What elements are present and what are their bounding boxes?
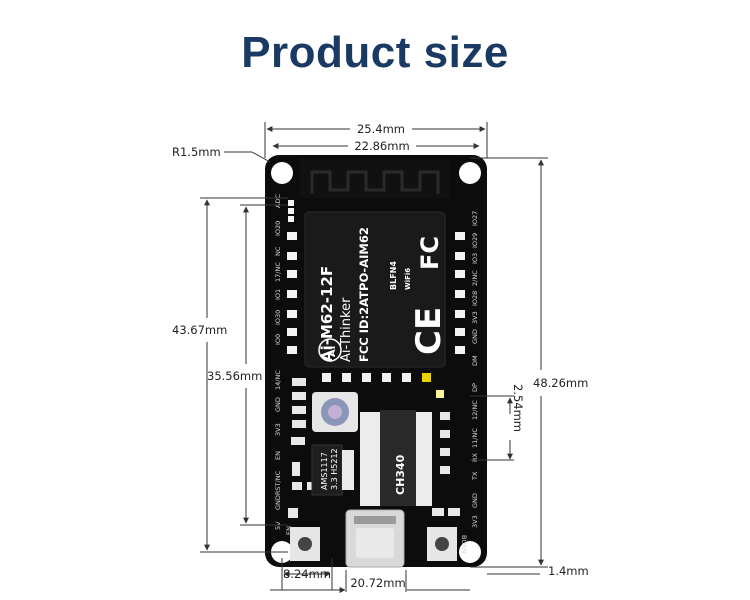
dim-width-outer: 25.4mm — [357, 122, 405, 136]
module-brand: Ai-Thinker — [339, 297, 354, 362]
pin-label: TX — [471, 471, 479, 481]
burn-button[interactable]: BURN — [427, 527, 468, 561]
pin-label: IO20 — [274, 221, 282, 236]
pin-label: IO0 — [274, 334, 282, 345]
pin-label: IO28 — [471, 291, 479, 306]
dimension-lines — [200, 122, 548, 593]
status-led — [436, 390, 444, 398]
pin-label: GND — [471, 493, 479, 508]
pin-label: EN — [274, 451, 282, 460]
pin-label: NC — [274, 246, 282, 256]
rgb-led — [312, 392, 358, 432]
pin-label: 11/NC — [471, 428, 479, 448]
module-wifi: WiFi6 — [404, 268, 412, 290]
pin-label: IO1 — [274, 289, 282, 300]
module-code: BLFN4 — [389, 261, 398, 290]
ai-logo: Ai — [327, 346, 338, 357]
hole-top-left — [271, 162, 293, 184]
regulator-line1: AMS1117 — [320, 452, 329, 490]
pin-label: IO27 — [471, 211, 479, 226]
en-button-label: EN — [285, 526, 293, 535]
fcc-logo: FC — [416, 236, 444, 270]
pin-label: GND — [471, 329, 479, 344]
left-pin-labels: ADC IO20 NC 17/NC IO1 IO30 IO0 14/NC GND… — [274, 194, 282, 530]
pin-label: DM — [471, 355, 479, 366]
usb-c-port[interactable] — [345, 509, 405, 568]
pin-label: 17/NC — [274, 262, 282, 282]
dim-bottom-usb: 20.72mm — [350, 576, 405, 590]
pin-label: GNDRST/NC — [274, 470, 282, 510]
wifi-module: Ai-M62-12F Ai-Thinker FCC ID:2ATPO-AIM62… — [304, 211, 449, 368]
hole-bottom-right — [459, 541, 481, 563]
right-pin-header — [455, 232, 465, 354]
dim-bottom-left: 8.24mm — [283, 567, 331, 581]
en-button[interactable]: EN — [285, 526, 320, 561]
page-title: Product size — [241, 28, 509, 77]
pin-label: 2/NC — [471, 270, 479, 286]
right-pin-labels: IO27 IO29 IO3 2/NC IO28 3V3 GND DM DP 12… — [471, 211, 479, 528]
pin-label: DP — [471, 383, 479, 392]
antenna-trace — [300, 158, 450, 198]
ai-logo-icon — [318, 338, 342, 362]
module-pads — [322, 373, 431, 382]
usb-chip-label: CH340 — [394, 454, 407, 495]
pin-label: RX — [471, 452, 479, 462]
passive-components — [288, 378, 460, 518]
dim-corner-radius: R1.5mm — [172, 145, 221, 159]
pin-label: IO29 — [471, 233, 479, 248]
regulator-line2: 3.3 H5212 — [330, 448, 339, 490]
dim-width-inner: 22.86mm — [354, 139, 409, 153]
pin-label: 3V3 — [471, 515, 479, 528]
left-pin-header — [287, 200, 297, 354]
pin-label: 12/NC — [471, 400, 479, 420]
dim-height-left-outer: 43.67mm — [172, 323, 227, 337]
pin-label: 3V3 — [274, 423, 282, 436]
dim-bottom-offset: 1.4mm — [548, 564, 589, 578]
pin-label: IO3 — [471, 253, 479, 264]
pin-label: IO30 — [274, 310, 282, 325]
module-fcc-id: FCC ID:2ATPO-AIM62 — [357, 227, 371, 362]
dim-height-left-inner: 35.56mm — [207, 369, 262, 383]
ce-logo: CE — [409, 307, 449, 355]
pin-label: ADC — [274, 194, 282, 208]
module-model: Ai-M62-12F — [318, 266, 336, 362]
hole-top-right — [459, 162, 481, 184]
dim-pin-pitch: 2.54mm — [511, 384, 525, 432]
usb-serial-chip: CH340 — [360, 410, 432, 506]
dim-height-right: 48.26mm — [533, 376, 588, 390]
pin-label: 3V3 — [471, 311, 479, 324]
burn-button-label: BURN — [460, 535, 468, 554]
voltage-regulator: AMS1117 3.3 H5212 — [311, 444, 354, 496]
pin-label: 14/NC — [274, 370, 282, 390]
pin-label: GND — [274, 397, 282, 412]
